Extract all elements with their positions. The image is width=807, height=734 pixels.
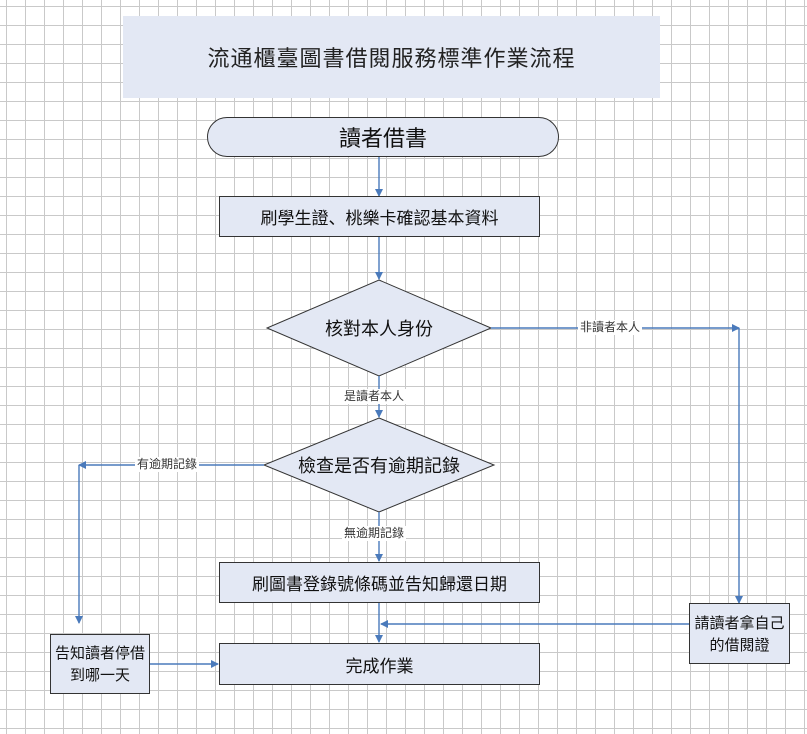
chart-title: 流通櫃臺圖書借閱服務標準作業流程 — [123, 16, 660, 98]
edge-label-has-overdue: 有逾期記錄 — [135, 457, 200, 472]
edge-label-no-overdue: 無逾期記錄 — [342, 526, 407, 541]
complete-node: 完成作業 — [219, 643, 540, 685]
edge-label-is-self: 是讀者本人 — [342, 389, 407, 404]
check-overdue-label: 檢查是否有逾期記錄 — [298, 456, 460, 477]
edge-label-not-self: 非讀者本人 — [578, 320, 643, 335]
notify-suspend-step: 告知讀者停借到哪一天 — [50, 634, 150, 694]
verify-identity-label: 核對本人身份 — [325, 319, 433, 340]
scan-barcode-step: 刷圖書登錄號條碼並告知歸還日期 — [219, 562, 540, 603]
start-node: 讀者借書 — [207, 117, 559, 157]
swipe-card-step: 刷學生證、桃樂卡確認基本資料 — [219, 196, 540, 237]
own-card-step: 請讀者拿自己的借閱證 — [689, 603, 790, 664]
